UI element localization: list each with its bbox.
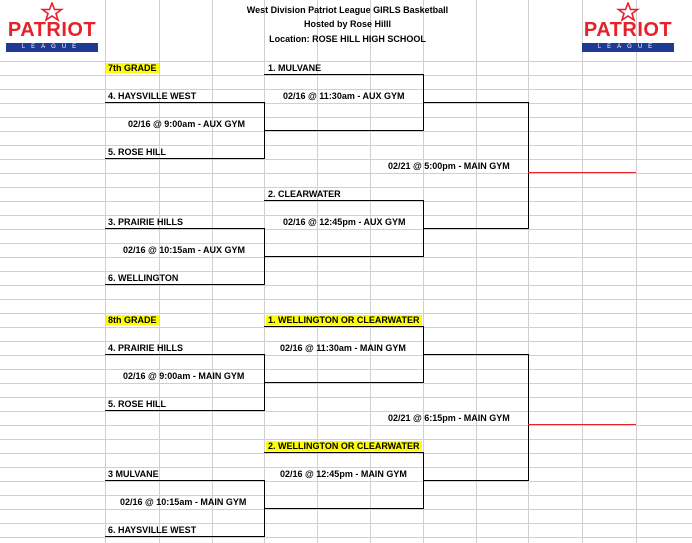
bracket-line	[105, 410, 265, 411]
bracket-line	[105, 354, 265, 355]
seed-7-2: 2. CLEARWATER	[268, 189, 341, 199]
bracket-line	[528, 354, 529, 481]
seed-8-1: 1. WELLINGTON OR CLEARWATER	[266, 315, 422, 325]
bracket-line	[264, 508, 424, 509]
seed-7-3: 3. PRAIRIE HILLS	[108, 217, 184, 227]
bracket-line	[423, 228, 529, 229]
bracket-line	[423, 480, 529, 481]
patriot-league-logo-right: PATRIOT LEAGUE	[578, 2, 678, 60]
grade-label-8th: 8th GRADE	[106, 315, 159, 325]
seed-8-4: 4. PRAIRIE HILLS	[108, 343, 184, 353]
logo-word: PATRIOT	[583, 19, 673, 41]
bracket-line	[264, 130, 424, 131]
final-7: 02/21 @ 5:00pm - MAIN GYM	[388, 161, 510, 171]
bracket-line	[105, 480, 265, 481]
seed-7-4: 4. HAYSVILLE WEST	[108, 91, 197, 101]
seed-8-3: 3 MULVANE	[108, 469, 159, 479]
champion-line	[528, 424, 636, 425]
game-7-3: 02/16 @ 10:15am - AUX GYM	[123, 245, 245, 255]
star-icon	[616, 2, 640, 22]
bracket-line	[105, 536, 265, 537]
location-line: Location: ROSE HILL HIGH SCHOOL	[269, 34, 426, 44]
game-8-2: 02/16 @ 11:30am - MAIN GYM	[280, 343, 406, 353]
game-8-1: 02/16 @ 9:00am - MAIN GYM	[123, 371, 245, 381]
bracket-line	[264, 326, 424, 327]
grade-label-7th: 7th GRADE	[106, 63, 159, 73]
seed-7-6: 6. WELLINGTON	[108, 273, 179, 283]
seed-7-5: 5. ROSE HILL	[108, 147, 167, 157]
game-7-4: 02/16 @ 12:45pm - AUX GYM	[283, 217, 406, 227]
bracket-line	[105, 158, 265, 159]
game-8-3: 02/16 @ 10:15am - MAIN GYM	[120, 497, 247, 507]
logo-sub: LEAGUE	[21, 44, 83, 50]
logo-word: PATRIOT	[7, 19, 97, 41]
bracket-line	[105, 102, 265, 103]
bracket-line	[105, 284, 265, 285]
bracket-line	[264, 452, 424, 453]
logo-sub: LEAGUE	[597, 44, 659, 50]
seed-8-2: 2. WELLINGTON OR CLEARWATER	[266, 441, 422, 451]
game-8-4: 02/16 @ 12:45pm - MAIN GYM	[280, 469, 407, 479]
page-title: West Division Patriot League GIRLS Baske…	[246, 5, 449, 15]
bracket-line	[264, 74, 424, 75]
star-icon	[40, 2, 64, 22]
seed-8-6: 6. HAYSVILLE WEST	[108, 525, 197, 535]
bracket-line	[528, 102, 529, 229]
bracket-line	[105, 228, 265, 229]
champion-line	[528, 172, 636, 173]
bracket-line	[264, 256, 424, 257]
patriot-league-logo-left: PATRIOT LEAGUE	[2, 2, 102, 60]
final-8: 02/21 @ 6:15pm - MAIN GYM	[388, 413, 510, 423]
logo-bar	[582, 43, 674, 52]
logo-bar	[6, 43, 98, 52]
seed-8-5: 5. ROSE HILL	[108, 399, 167, 409]
host-line: Hosted by Rose Hilll	[303, 19, 392, 29]
bracket-line	[423, 102, 529, 103]
game-7-1: 02/16 @ 9:00am - AUX GYM	[128, 119, 245, 129]
bracket-line	[264, 382, 424, 383]
seed-7-1: 1. MULVANE	[268, 63, 322, 73]
bracket-line	[423, 354, 529, 355]
bracket-line	[264, 200, 424, 201]
game-7-2: 02/16 @ 11:30am - AUX GYM	[283, 91, 405, 101]
